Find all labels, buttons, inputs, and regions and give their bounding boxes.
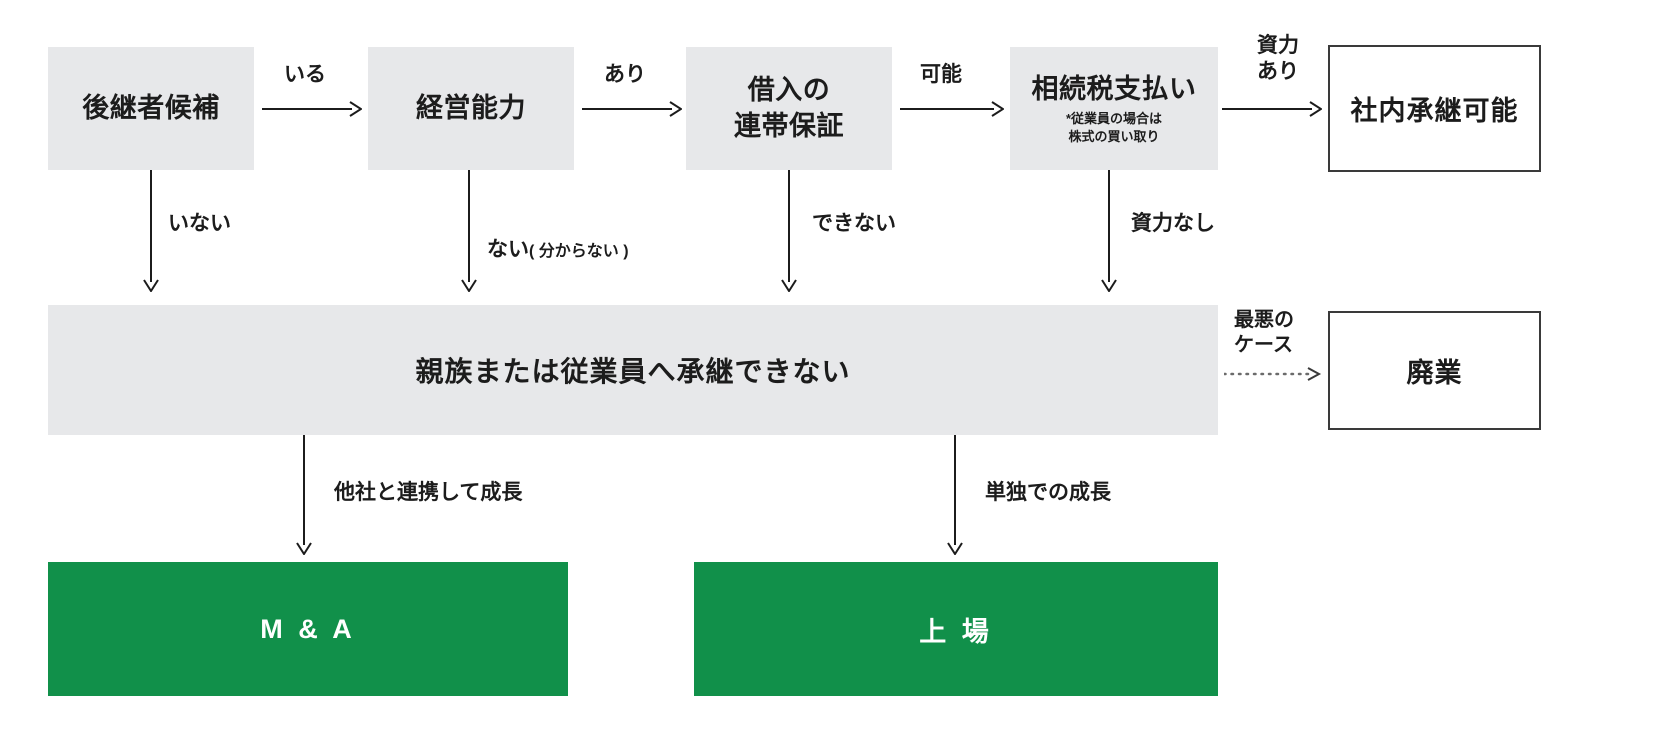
arrow-label-independent-growth: 単独での成長 [985,481,1111,504]
node-footnote: *従業員の場合は 株式の買い取り [1065,111,1163,144]
arrow-successor-down [142,170,160,292]
arrow-management-to-guarantee [582,100,682,118]
worst-case-label: 最悪の ケース [1234,309,1294,356]
arrow-label-shiryoku-nashi: 資力なし [1131,212,1215,235]
arrow-management-down [460,170,478,292]
node-inheritance-tax[interactable]: 相続税支払い *従業員の場合は 株式の買い取り [1010,47,1218,170]
node-joint-guarantee[interactable]: 借入の 連帯保証 [686,47,892,170]
arrow-label-dekinai: できない [812,212,896,235]
arrow-label-iru: いる [284,63,326,86]
node-management-ability[interactable]: 経営能力 [368,47,574,170]
arrow-label-ari: あり [604,63,646,86]
node-label: 社内承継可能 [1350,96,1519,126]
arrow-worst-case-dotted [1224,365,1324,383]
arrow-label-nai-paren: ( 分からない ) [529,243,629,261]
arrow-label-partnership-growth: 他社と連携して成長 [334,481,523,504]
node-label: 借入の 連帯保証 [734,75,844,141]
node-label: M & A [260,613,356,644]
node-label: 経営能力 [416,92,526,123]
arrow-label-kanou: 可能 [920,63,962,86]
node-label: 相続税支払い [1031,73,1197,104]
node-internal-succession-possible[interactable]: 社内承継可能 [1328,45,1541,172]
node-label: 親族または従業員へ承継できない [415,356,851,387]
node-cannot-succeed[interactable]: 親族または従業員へ承継できない [48,305,1218,435]
node-label: 後継者候補 [82,92,220,123]
arrow-tax-down [1100,170,1118,292]
arrow-guarantee-down [780,170,798,292]
arrow-label-shiryoku-ari: 資力 あり [1257,34,1299,84]
node-successor-candidate[interactable]: 後継者候補 [48,47,254,170]
node-label: 上 場 [919,616,993,647]
node-business-closure[interactable]: 廃業 [1328,311,1541,430]
arrow-label-nai: ない( 分からない ) [487,211,687,264]
arrow-successor-to-management [262,100,362,118]
arrow-to-m-and-a [295,435,313,555]
node-label: 廃業 [1406,358,1463,388]
arrow-to-ipo [946,435,964,555]
node-ipo-listing[interactable]: 上 場 [694,562,1218,696]
arrow-tax-to-internal-succession [1222,100,1322,118]
arrow-label-nai-main: ない [487,238,529,262]
arrow-guarantee-to-tax [900,100,1004,118]
node-m-and-a[interactable]: M & A [48,562,568,696]
arrow-label-inai: いない [168,212,231,235]
